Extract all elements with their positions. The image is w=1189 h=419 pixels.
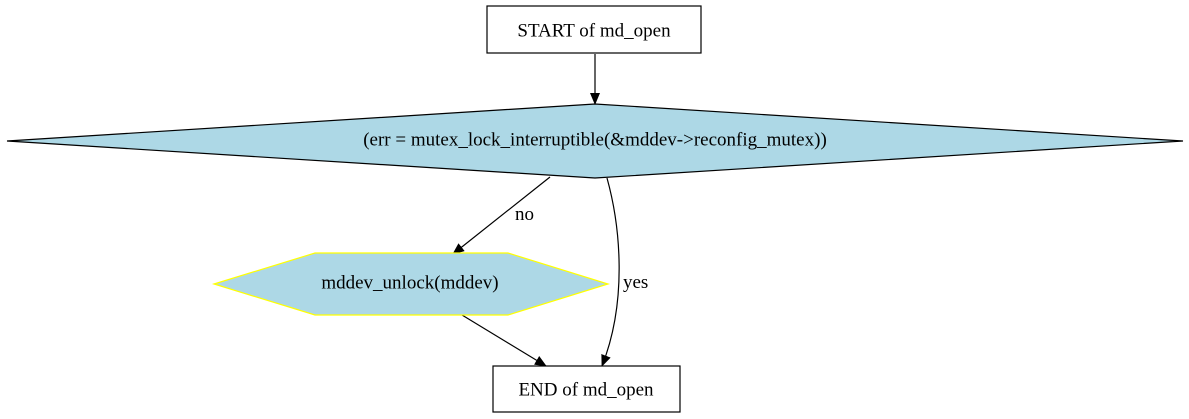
action-node[interactable]: mddev_unlock(mddev) <box>211 252 611 316</box>
edge-action-to-end <box>461 314 547 367</box>
action-node-label: mddev_unlock(mddev) <box>321 272 498 293</box>
start-node-label: START of md_open <box>517 20 671 41</box>
decision-node-label: (err = mutex_lock_interruptible(&mddev->… <box>363 129 827 150</box>
decision-node[interactable]: (err = mutex_lock_interruptible(&mddev->… <box>6 103 1184 179</box>
start-node[interactable]: START of md_open <box>486 5 702 54</box>
edge-label-yes: yes <box>623 272 648 293</box>
edge-decision-to-end-yes: yes <box>601 177 648 367</box>
end-node[interactable]: END of md_open <box>492 365 681 413</box>
end-node-label: END of md_open <box>518 379 654 400</box>
edge-label-no: no <box>515 204 534 225</box>
edge-decision-to-action-no: no <box>452 176 551 255</box>
